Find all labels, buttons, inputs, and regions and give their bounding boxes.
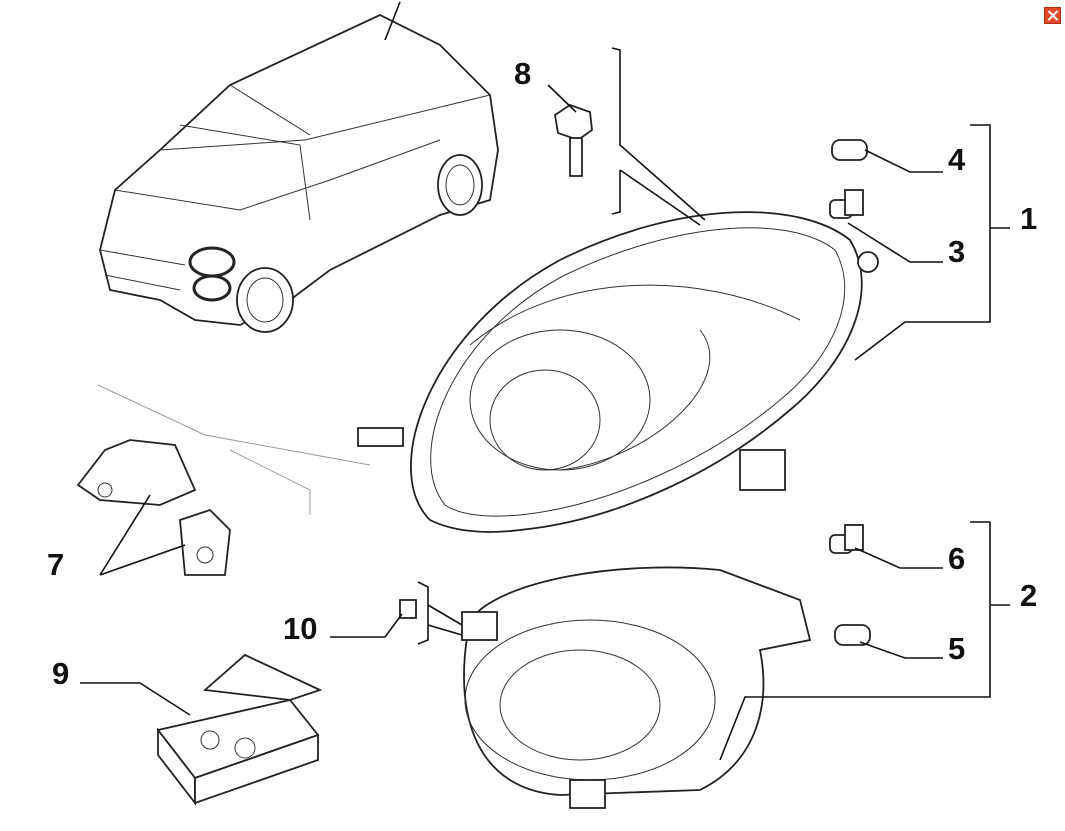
callout-9: 9 [52,656,69,691]
headlamp-assembly [357,211,879,533]
vehicle-illustration [99,1,499,333]
callout-10: 10 [283,611,317,646]
callout-7: 7 [47,547,64,582]
clip-10 [399,599,417,619]
callout-5: 5 [948,631,965,666]
bulb-kit-9 [156,653,323,806]
callout-4: 4 [948,142,966,177]
leader-lines [80,47,1010,761]
close-button[interactable] [1044,7,1061,24]
bulb-3 [829,189,864,219]
bulb-5 [834,624,871,646]
brackets-7 [76,439,231,576]
fog-lamp-assembly [461,566,812,809]
callout-2: 2 [1020,578,1037,613]
callout-1: 1 [1020,201,1037,236]
callout-8: 8 [514,56,531,91]
bulb-6 [829,524,864,554]
bulb-4 [831,139,868,161]
screw-8 [554,104,593,177]
callout-6: 6 [948,541,965,576]
callout-3: 3 [948,234,965,269]
